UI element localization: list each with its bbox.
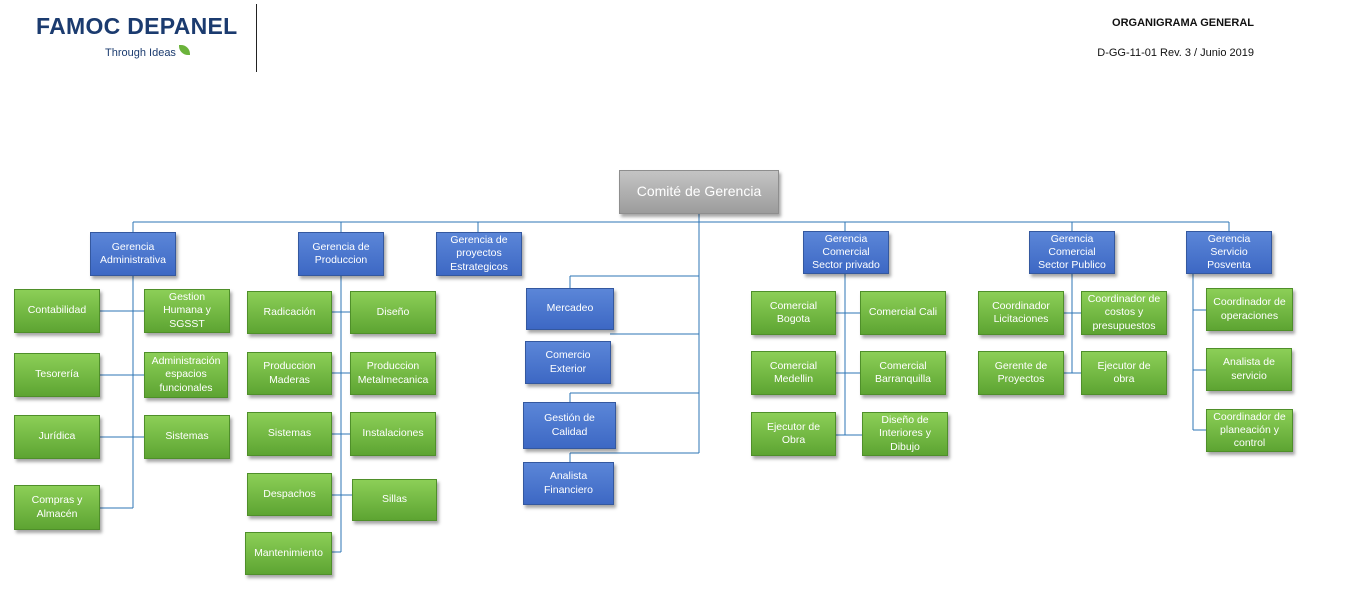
node-diseno: Diseño [350, 291, 436, 334]
node-coordinador-operaciones: Coordinador de operaciones [1206, 288, 1293, 331]
node-gerencia-administrativa: Gerencia Administrativa [90, 232, 176, 276]
node-juridica: Jurídica [14, 415, 100, 459]
node-coordinador-costos: Coordinador de costos y presupuestos [1081, 291, 1167, 335]
node-diseno-interiores: Diseño de Interiores y Dibujo [862, 412, 948, 456]
header-divider [256, 4, 257, 72]
node-comercial-medellin: Comercial Medellin [751, 351, 836, 395]
logo-tagline: Through Ideas [105, 47, 176, 59]
node-despachos: Despachos [247, 473, 332, 516]
node-ejecutor-obra-publico: Ejecutor de obra [1081, 351, 1167, 395]
node-mantenimiento: Mantenimiento [245, 532, 332, 575]
node-tesoreria: Tesorería [14, 353, 100, 397]
node-compras-almacen: Compras y Almacén [14, 485, 100, 530]
company-logo: FAMOC DEPANEL [36, 13, 238, 39]
node-gerencia-posventa: Gerencia Servicio Posventa [1186, 231, 1272, 274]
node-gerente-proyectos: Gerente de Proyectos [978, 351, 1064, 395]
node-sistemas-admin: Sistemas [144, 415, 230, 459]
node-instalaciones: Instalaciones [350, 412, 436, 456]
node-gerencia-produccion: Gerencia de Produccion [298, 232, 384, 276]
node-comercio-exterior: Comercio Exterior [525, 341, 611, 384]
node-produccion-maderas: Produccion Maderas [247, 352, 332, 395]
node-sistemas-produccion: Sistemas [247, 412, 332, 456]
document-title: ORGANIGRAMA GENERAL [1112, 17, 1254, 29]
node-gerencia-proyectos: Gerencia de proyectos Estrategicos [436, 232, 522, 276]
node-gestion-humana: Gestion Humana y SGSST [144, 289, 230, 333]
node-comite-gerencia: Comité de Gerencia [619, 170, 779, 214]
node-gerencia-comercial-publico: Gerencia Comercial Sector Publico [1029, 231, 1115, 274]
node-mercadeo: Mercadeo [526, 288, 614, 330]
node-sillas: Sillas [352, 479, 437, 521]
leaf-icon [179, 45, 190, 55]
node-ejecutor-obra-privado: Ejecutor de Obra [751, 412, 836, 456]
node-comercial-cali: Comercial Cali [860, 291, 946, 335]
node-analista-financiero: Analista Financiero [523, 462, 614, 505]
node-coordinador-licitaciones: Coordinador Licitaciones [978, 291, 1064, 335]
node-coordinador-planeacion: Coordinador de planeación y control [1206, 409, 1293, 452]
node-contabilidad: Contabilidad [14, 289, 100, 333]
node-comercial-bogota: Comercial Bogota [751, 291, 836, 335]
node-gerencia-comercial-privado: Gerencia Comercial Sector privado [803, 231, 889, 274]
document-code: D-GG-11-01 Rev. 3 / Junio 2019 [1097, 47, 1254, 59]
node-analista-servicio: Analista de servicio [1206, 348, 1292, 391]
node-gestion-calidad: Gestión de Calidad [523, 402, 616, 449]
node-produccion-metalmecanica: Produccion Metalmecanica [350, 352, 436, 395]
node-radicacion: Radicación [247, 291, 332, 334]
node-comercial-barranquilla: Comercial Barranquilla [860, 351, 946, 395]
node-administracion-espacios: Administración espacios funcionales [144, 352, 228, 398]
